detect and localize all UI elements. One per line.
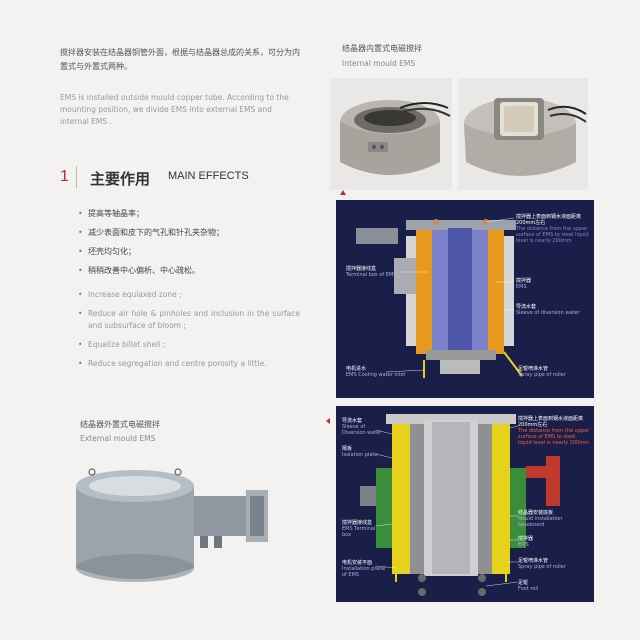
effect-zh-item: 稍稍改善中心偏析、中心疏松。 [78,265,300,277]
diagram-label: 搅拌器上表面到钢水液面距离200mm左右 The distance from t… [516,214,589,244]
external-caption-zh: 结晶器外置式电磁搅拌 [80,420,160,429]
diagram-label: 足辊喷淋水管 Spray pipe of roller [518,366,566,378]
effect-en-item: Equalize billet shell ; [78,339,300,351]
section-title-zh: 主要作用 [90,170,151,188]
diagram-label: 足辊 Foot roll [518,580,539,592]
internal-caption-zh: 结晶器内置式电磁搅拌 [342,44,422,53]
diagram-label: 导流水套 Sleeve of diversion water [516,304,580,316]
marker-triangle [340,190,346,195]
effect-en-item: Increase equiaxed zone ; [78,289,300,301]
marker-triangle [326,418,330,424]
section-title-en: MAIN EFFECTS [168,170,249,182]
diagram-label: 电机安装平面 Installation plane of EMS [342,560,386,578]
diagram-label: 足辊喷淋水管 Spray pipe of roller [518,558,566,570]
internal-ems-photo-left [330,78,452,190]
diagram-label: 结晶器安装底板 Mould installation baseboard [518,510,563,528]
diagram-label: 搅拌器接线盒 EMS Terminal box [342,520,376,538]
diagram-label: 电机进水 EMS Cooling water inlet [346,366,406,378]
external-ems-photo [68,450,278,600]
section-divider [76,166,77,188]
section-number: 1 [60,168,69,185]
diagram-label: 搅拌器 EMS [518,536,534,548]
internal-ems-photo-right [458,78,588,190]
internal-caption-en: Internal mould EMS [342,59,416,68]
effect-zh-item: 坯壳均匀化； [78,246,300,258]
effects-list-en: Increase equiaxed zone ; Reduce air hole… [78,289,300,377]
effect-en-item: Reduce segregation and centre porosity a… [78,358,300,370]
diagram-label: 搅拌器上表面到钢水液面距离200mm左右 The distance from t… [518,416,590,446]
diagram-label: 搅拌器接线盒 Terminal box of EMS [346,266,397,278]
effect-zh-item: 提高等轴晶率； [78,208,300,220]
diagram-label: 搅拌器 EMS [516,278,532,290]
diagram-label: 导流水套 Sleeve of Diversion water [342,418,382,436]
effect-en-item: Reduce air hole & pinholes and inclusion… [78,308,300,332]
diagram-label: 隔板 Isolation plate [342,446,378,458]
intro-en: EMS is installed outside mould copper tu… [60,93,289,126]
intro-zh: 搅拌器安装在结晶器铜管外面，根据与结晶器总成的关系，可分为内置式与外置式两种。 [60,48,300,71]
effects-list-zh: 提高等轴晶率； 减少表面和皮下的气孔和针孔夹杂物； 坯壳均匀化； 稍稍改善中心偏… [78,208,300,284]
external-caption-en: External mould EMS [80,434,156,443]
external-ems-diagram: 导流水套 Sleeve of Diversion water 隔板 Isolat… [336,406,594,602]
internal-ems-diagram: 搅拌器上表面到钢水液面距离200mm左右 The distance from t… [336,200,594,398]
effect-zh-item: 减少表面和皮下的气孔和针孔夹杂物； [78,227,300,239]
